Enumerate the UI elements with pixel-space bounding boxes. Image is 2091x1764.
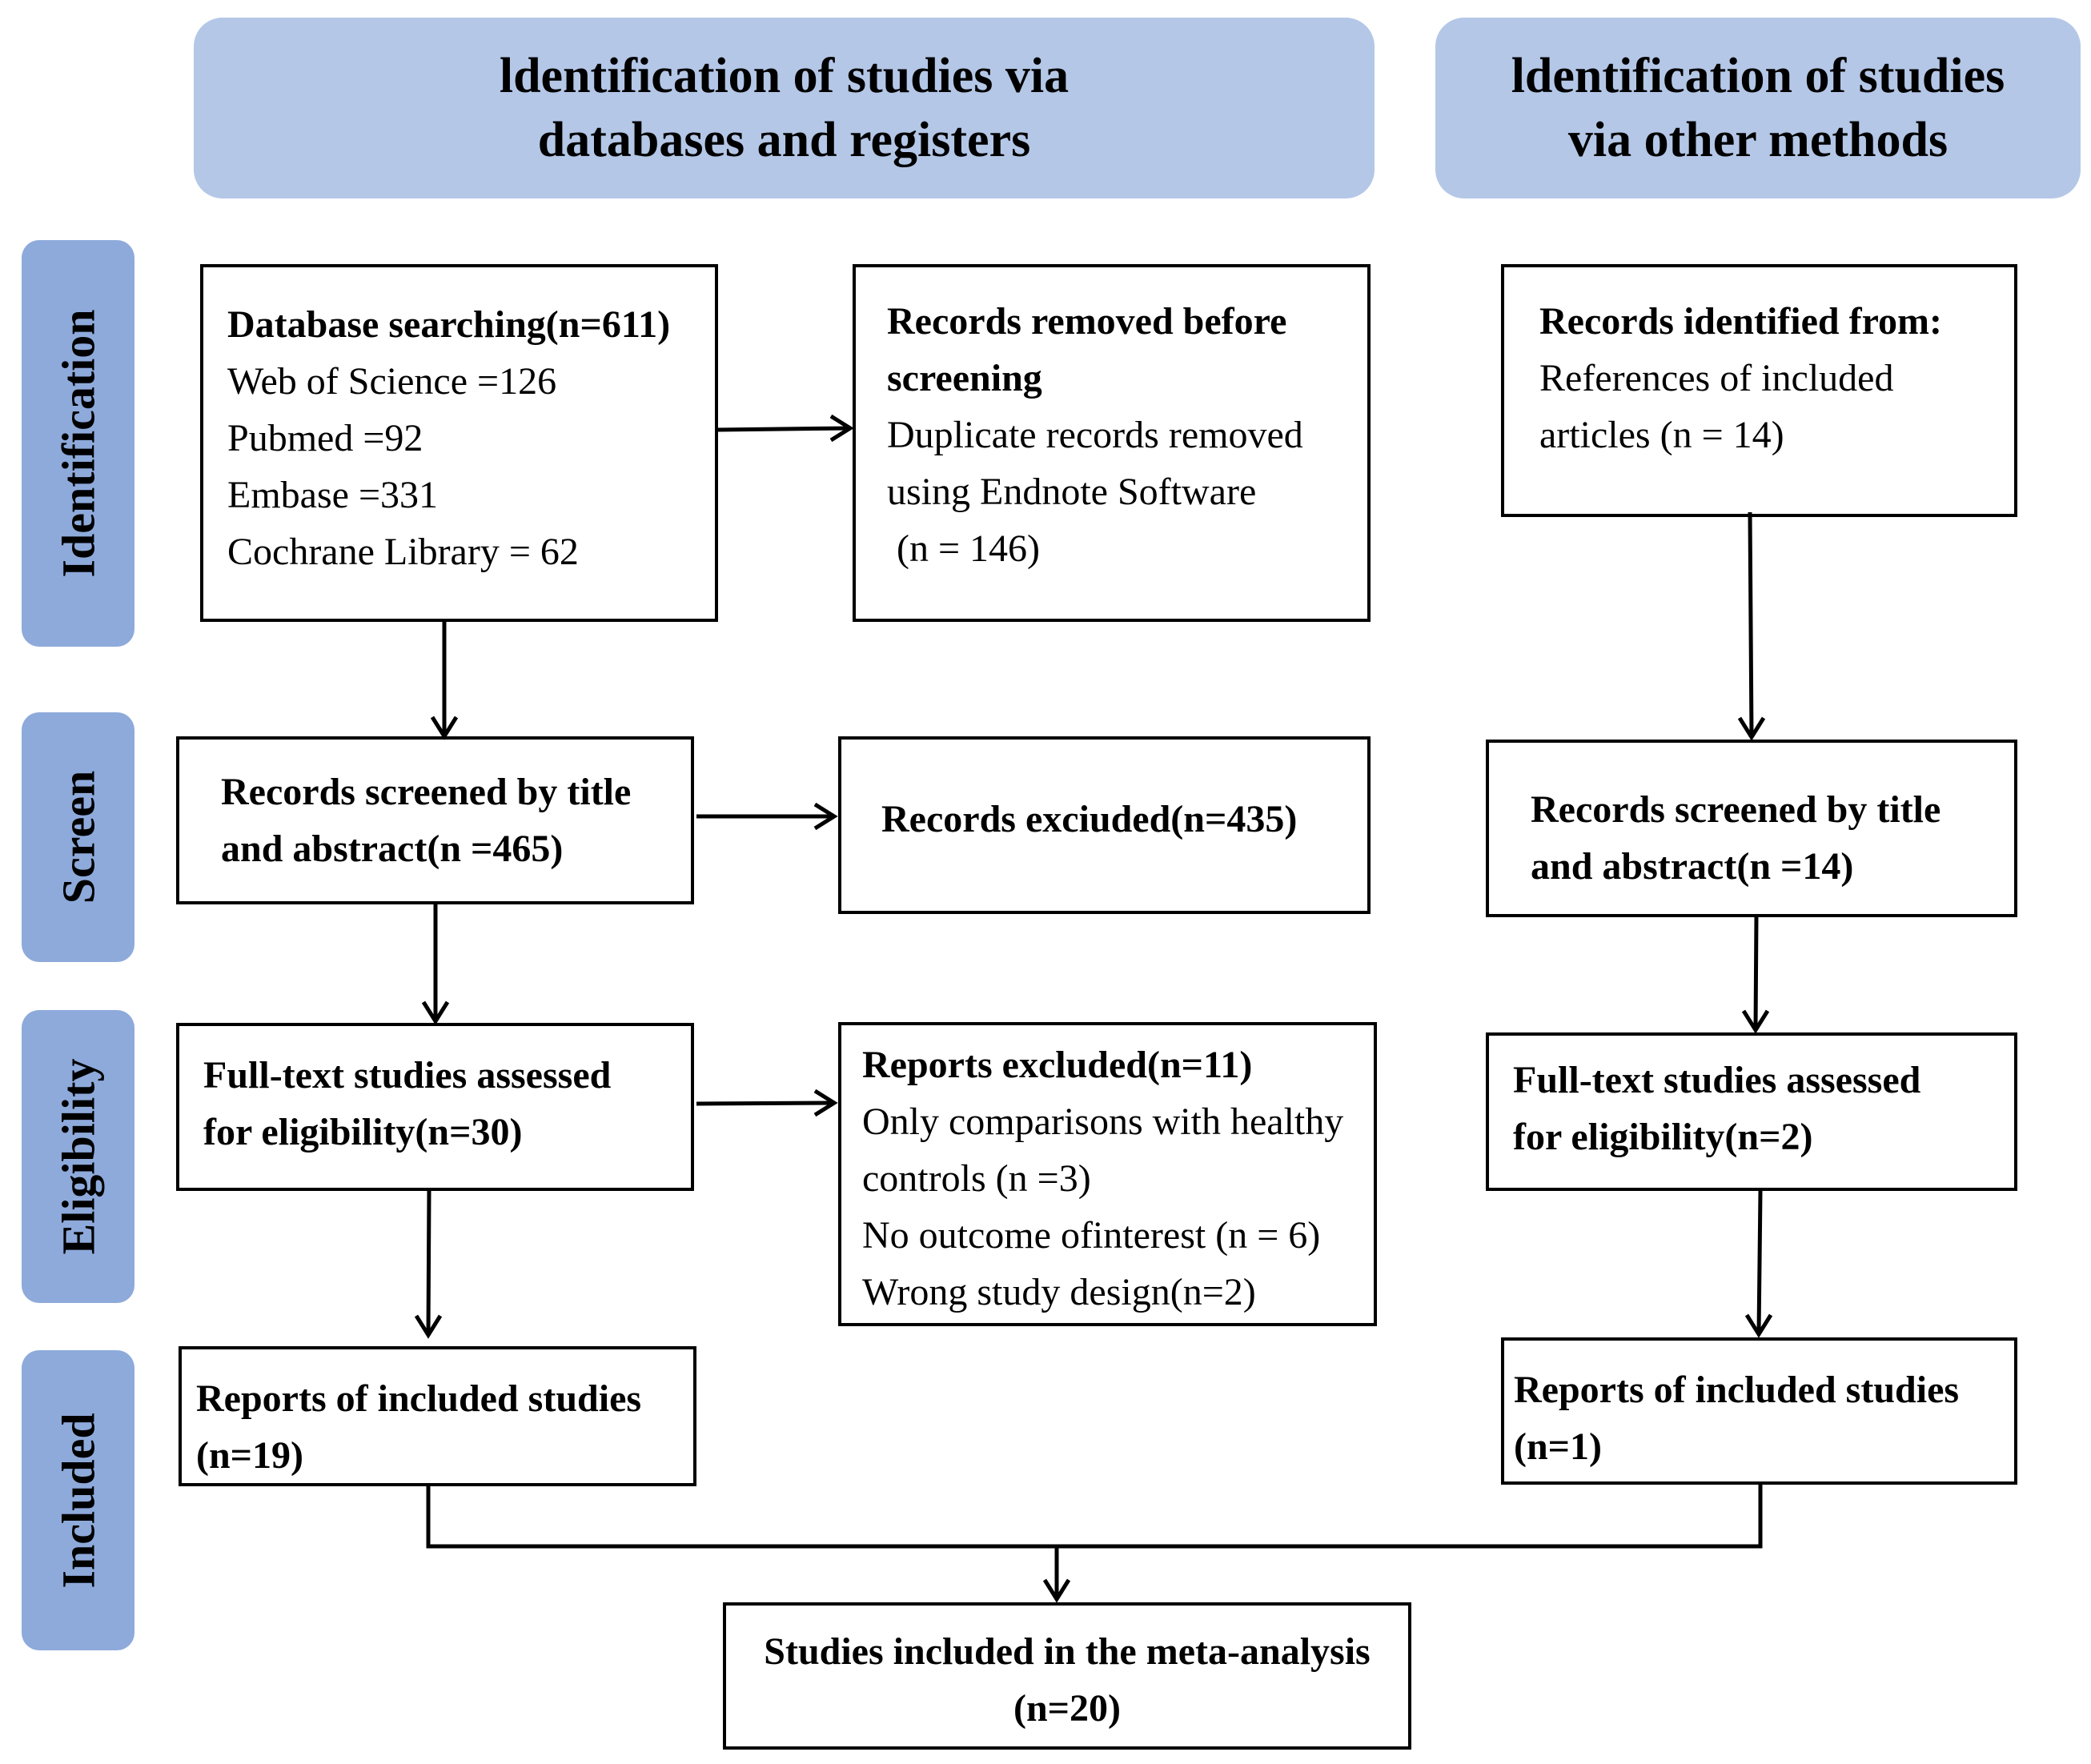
box-records-screened-other: Records screened by title and abstract(n… — [1486, 740, 2017, 917]
records-removed-title-2: screening — [887, 357, 1042, 399]
records-excluded-label: Records exciuded(n=435) — [881, 798, 1298, 840]
records-removed-count: (n = 146) — [887, 527, 1041, 570]
included-db-line-2: (n=19) — [196, 1434, 304, 1477]
merge-connector — [426, 1485, 1763, 1549]
records-removed-line-1: Duplicate records removed — [887, 414, 1303, 456]
box-fulltext-other: Full-text studies assessed for eligibili… — [1486, 1032, 2017, 1191]
header-databases-line-2: databases and registers — [537, 113, 1031, 167]
fulltext-db-line-2: for eligibility(n=30) — [203, 1111, 523, 1153]
included-other-line-2: (n=1) — [1514, 1425, 1603, 1468]
database-web-of-science: Web of Science =126 — [227, 360, 557, 403]
box-reports-excluded: Reports excluded(n=11) Only comparisons … — [838, 1022, 1377, 1326]
database-pubmed: Pubmed =92 — [227, 417, 423, 459]
fulltext-db-line-1: Full-text studies assessed — [203, 1054, 612, 1096]
arrow-other-to-screened — [1748, 511, 1754, 738]
included-db-line-1: Reports of included studies — [196, 1377, 642, 1420]
header-other-line-1: ldentification of studies — [1511, 49, 2005, 103]
box-included-other: Reports of included studies (n=1) — [1501, 1337, 2017, 1485]
screened-db-line-2: and abstract(n =465) — [221, 828, 564, 870]
records-identified-line-1: References of included — [1539, 357, 1894, 399]
fulltext-other-line-2: for eligibility(n=2) — [1513, 1116, 1813, 1158]
phase-identification: Identification — [22, 240, 134, 647]
arrowhead-meta-analysis — [1042, 1578, 1071, 1603]
database-searching-title: Database searching(n=611) — [227, 303, 671, 346]
box-included-db: Reports of included studies (n=19) — [179, 1346, 696, 1486]
reports-excluded-line-1: Only comparisons with healthy — [862, 1100, 1344, 1143]
arrowhead-records-excluded — [813, 802, 838, 831]
header-other-line-2: via other methods — [1567, 113, 1949, 167]
box-meta-analysis: Studies included in the meta-analysis (n… — [723, 1602, 1411, 1750]
box-records-removed: Records removed before screening Duplica… — [853, 264, 1371, 622]
records-identified-line-2: articles (n = 14) — [1539, 414, 1784, 456]
arrowhead-fulltext-to-included — [414, 1314, 443, 1339]
arrow-fulltext-to-included — [426, 1190, 431, 1336]
records-removed-line-2: using Endnote Software — [887, 471, 1257, 513]
screened-other-line-1: Records screened by title — [1531, 788, 1941, 831]
arrowhead-other-fulltext-to-included — [1744, 1313, 1773, 1338]
screened-other-line-2: and abstract(n =14) — [1531, 845, 1854, 888]
arrow-to-records-removed — [717, 426, 851, 432]
header-databases-line-1: ldentification of studies via — [499, 49, 1070, 103]
records-identified-title: Records identified from: — [1539, 300, 1943, 343]
box-fulltext-db: Full-text studies assessed for eligibili… — [176, 1023, 694, 1191]
arrowhead-reports-excluded — [813, 1088, 838, 1117]
phase-included: Included — [22, 1350, 134, 1650]
arrowhead-other-to-screened — [1737, 716, 1766, 741]
database-embase: Embase =331 — [227, 474, 439, 516]
arrowhead-other-screened-to-fulltext — [1741, 1009, 1770, 1034]
arrow-other-fulltext-to-included — [1756, 1190, 1763, 1335]
records-removed-title-1: Records removed before — [887, 300, 1287, 343]
box-records-identified-other: Records identified from: References of i… — [1501, 264, 2017, 517]
meta-analysis-line-2: (n=20) — [1013, 1687, 1121, 1730]
reports-excluded-title: Reports excluded(n=11) — [862, 1044, 1253, 1086]
reports-excluded-line-2: controls (n =3) — [862, 1157, 1091, 1200]
box-database-searching: Database searching(n=611) Web of Science… — [200, 264, 718, 622]
arrowhead-records-removed — [829, 414, 854, 443]
header-other-methods: ldentification of studies via other meth… — [1435, 18, 2081, 198]
included-other-line-1: Reports of included studies — [1514, 1369, 1960, 1411]
phase-screen: Screen — [22, 712, 134, 962]
phase-eligibility: Eligibility — [22, 1010, 134, 1303]
arrow-to-reports-excluded — [696, 1100, 835, 1106]
meta-analysis-line-1: Studies included in the meta-analysis — [764, 1630, 1371, 1673]
reports-excluded-line-4: Wrong study design(n=2) — [862, 1271, 1256, 1313]
database-cochrane: Cochrane Library = 62 — [227, 531, 579, 573]
header-databases-registers: ldentification of studies via databases … — [194, 18, 1375, 198]
box-records-screened-db: Records screened by title and abstract(n… — [176, 736, 694, 904]
screened-db-line-1: Records screened by title — [221, 771, 632, 813]
fulltext-other-line-1: Full-text studies assessed — [1513, 1059, 1921, 1101]
arrowhead-db-to-screened — [430, 716, 459, 740]
box-records-excluded: Records exciuded(n=435) — [838, 736, 1371, 914]
arrowhead-screened-to-fulltext — [421, 1000, 450, 1025]
reports-excluded-line-3: No outcome ofinterest (n = 6) — [862, 1214, 1321, 1257]
